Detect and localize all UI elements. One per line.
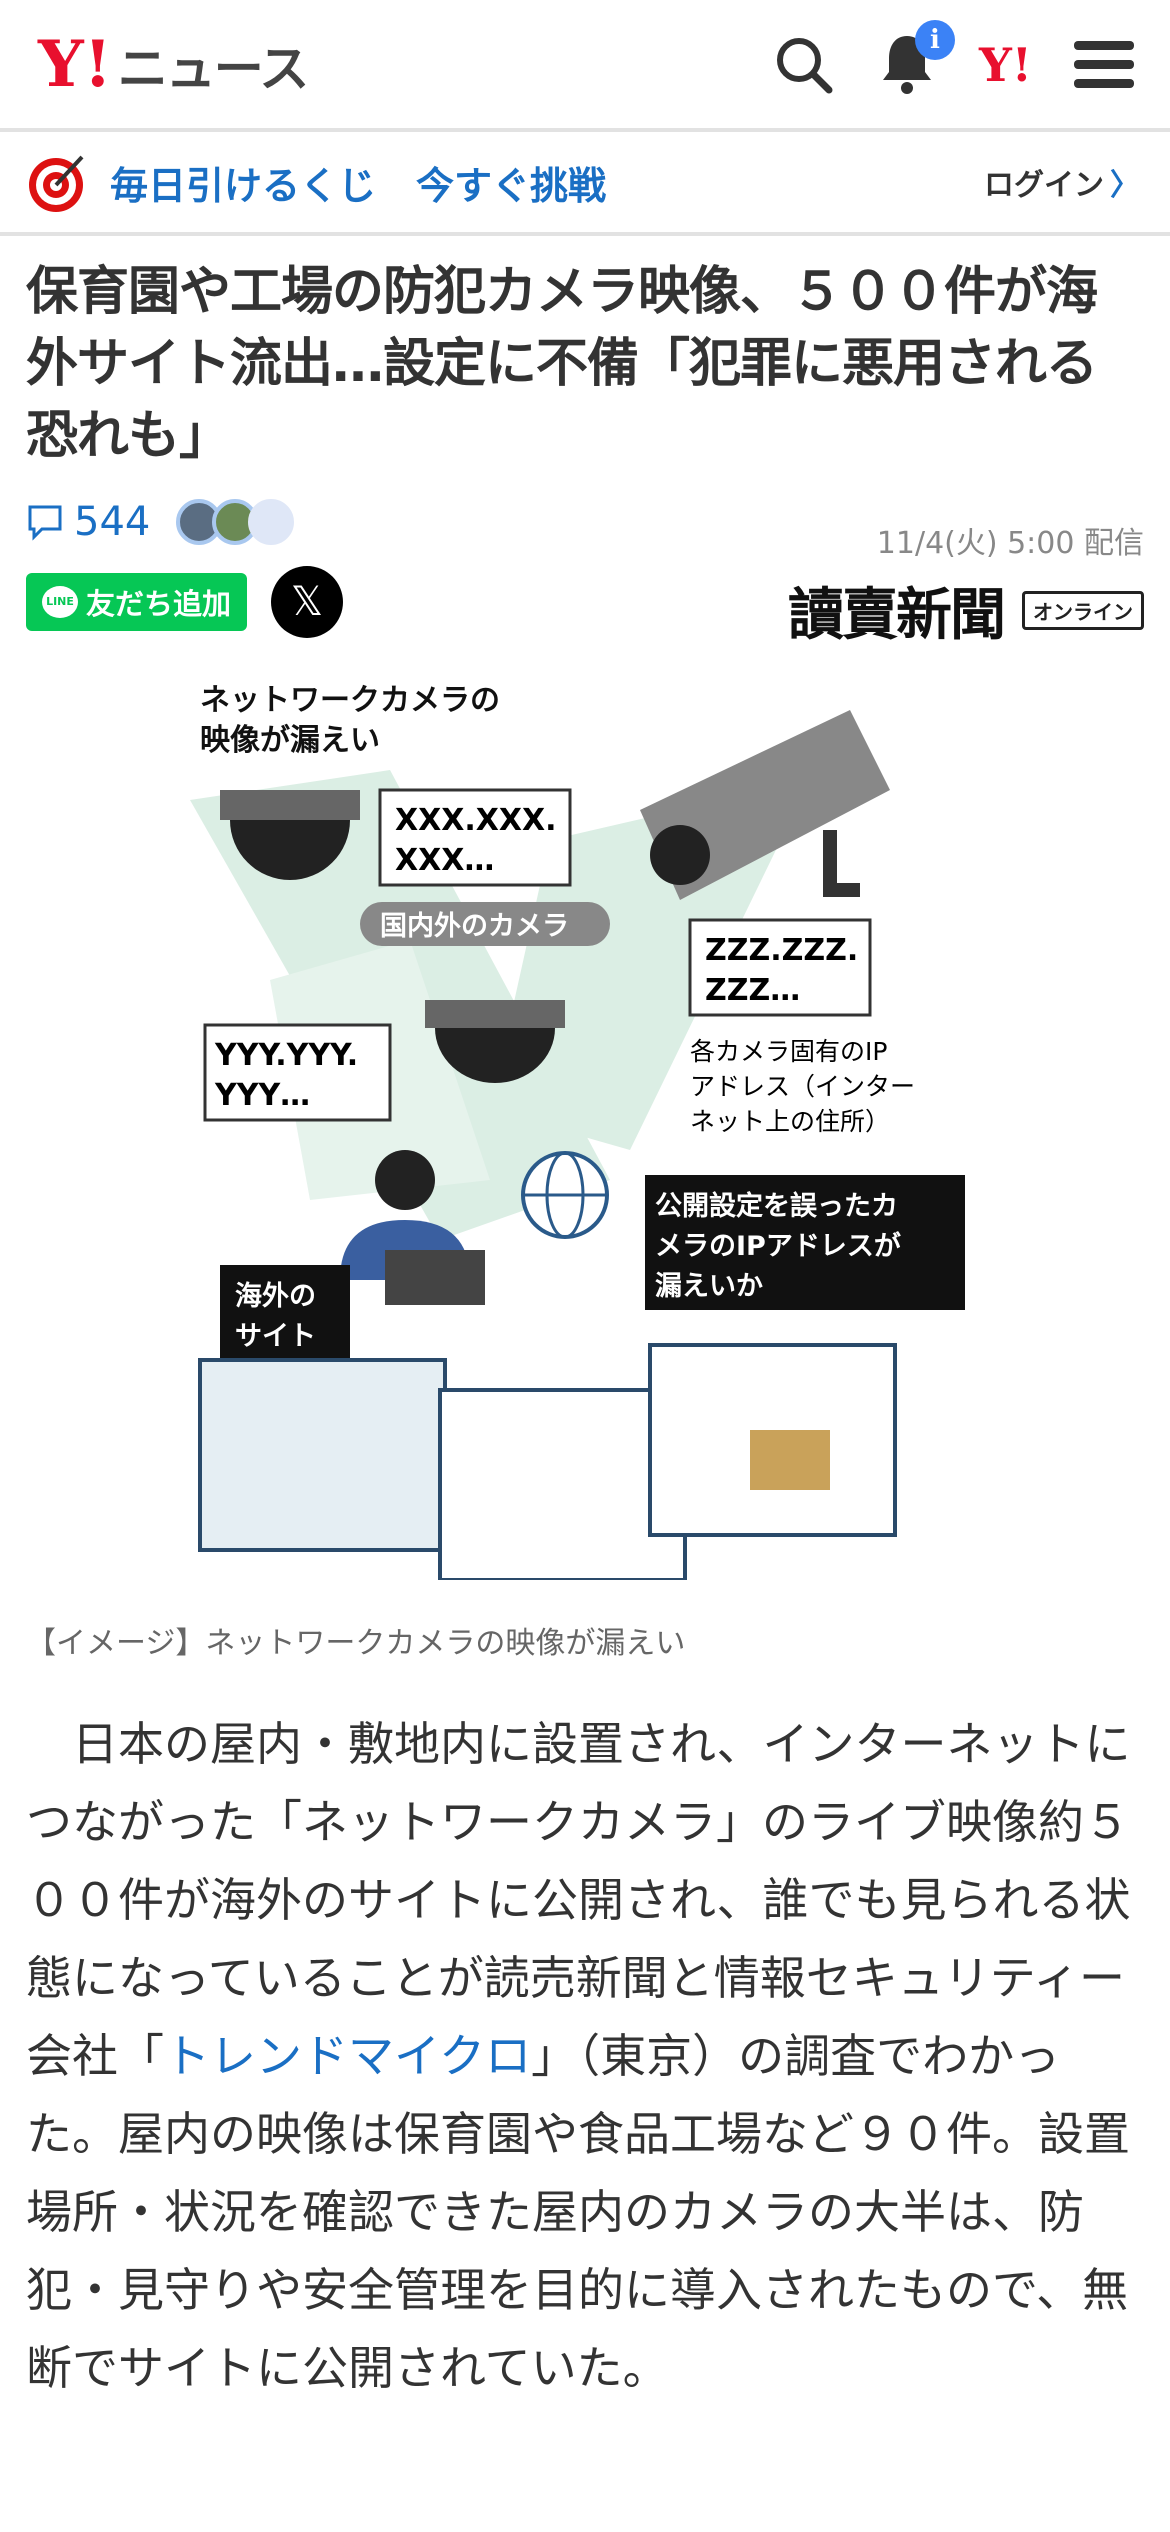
- login-label: ログイン: [984, 168, 1104, 203]
- figure-caption: 【イメージ】ネットワークカメラの映像が漏えい: [26, 1626, 686, 1661]
- search-icon[interactable]: [773, 34, 835, 96]
- try-now-link[interactable]: 今すぐ挑戦: [416, 163, 607, 208]
- dome-camera-icon: [425, 1000, 565, 1083]
- login-link[interactable]: ログイン〉: [984, 160, 1140, 204]
- dome-camera-icon: [220, 790, 360, 880]
- yahoo-top-link[interactable]: Y!: [978, 38, 1032, 92]
- chevron-right-icon: 〉: [1110, 168, 1140, 203]
- box-icon: [750, 1430, 830, 1490]
- body-text: 」（東京）の調査でわかった。屋内の映像は保育園や食品工場など９０件。設置場所・状…: [26, 2029, 1130, 2395]
- ip-text: YYY…: [214, 1078, 310, 1113]
- publisher-tag: オンライン: [1022, 591, 1144, 630]
- yahoo-news-logo[interactable]: Y! ニュース: [38, 26, 309, 102]
- x-share-button[interactable]: 𝕏: [271, 566, 344, 638]
- hacker-icon: [340, 1150, 485, 1305]
- ip-note: アドレス（インター: [690, 1072, 915, 1101]
- bullet-camera-icon: [640, 710, 890, 900]
- notification-button[interactable]: i: [877, 20, 955, 100]
- avatar: [248, 499, 295, 545]
- leak-text: 公開設定を誤ったカ: [655, 1190, 898, 1222]
- body-text: 日本の屋内・敷地内に設置され、インターネットにつながった「ネットワークカメラ」の…: [26, 1717, 1131, 2083]
- ip-text: YYY.YYY.: [214, 1038, 358, 1073]
- logo-text: ニュース: [117, 39, 309, 98]
- site-text: 海外の: [235, 1281, 316, 1312]
- target-icon: [29, 155, 84, 212]
- article-figure[interactable]: ネットワークカメラの 映像が漏えい XXX.XXX. XXX… 国内外のカメラ …: [190, 680, 990, 1580]
- ip-text: ZZZ…: [705, 973, 800, 1008]
- cameras-label: [360, 902, 610, 946]
- line-icon: LINE: [42, 586, 78, 618]
- ip-text: ZZZ.ZZZ.: [705, 933, 858, 968]
- top-header: Y! ニュース i Y!: [0, 0, 1170, 132]
- ip-bubble: [688, 918, 872, 1017]
- comment-count[interactable]: 544: [74, 499, 151, 545]
- publisher-name: 讀賣新聞: [788, 582, 1006, 648]
- figure-heading: 映像が漏えい: [200, 723, 380, 758]
- leak-text: 漏えいか: [655, 1271, 763, 1302]
- overseas-site-label: [220, 1265, 350, 1360]
- logo-mark: Y!: [38, 26, 112, 102]
- menu-icon[interactable]: [1074, 39, 1134, 91]
- ip-text: XXX.XXX.: [395, 803, 557, 838]
- notification-badge: i: [914, 20, 955, 60]
- expert-avatars[interactable]: [176, 499, 295, 545]
- nursery-scene: [438, 1388, 687, 1580]
- line-button-label: 友だち追加: [86, 587, 232, 621]
- figure-heading: ネットワークカメラの: [200, 683, 500, 718]
- ip-text: XXX…: [395, 843, 494, 878]
- lottery-text: 毎日引けるくじ: [110, 163, 377, 208]
- site-text: サイト: [235, 1321, 316, 1352]
- trend-micro-link[interactable]: トレンドマイクロ: [164, 2029, 532, 2083]
- publish-date: 11/4(火) 5:00 配信: [876, 526, 1144, 561]
- office-scene: [198, 1358, 447, 1552]
- leak-label: [645, 1175, 965, 1310]
- ip-bubble: [378, 788, 572, 887]
- article-body: 日本の屋内・敷地内に設置され、インターネットにつながった「ネットワークカメラ」の…: [26, 1705, 1146, 2407]
- globe-icon: [521, 1151, 609, 1239]
- leak-text: メラのIPアドレスが: [655, 1230, 901, 1262]
- ip-note: 各カメラ固有のIP: [690, 1037, 887, 1066]
- ip-note: ネット上の住所）: [690, 1107, 890, 1136]
- lottery-banner[interactable]: 毎日引けるくじ 今すぐ挑戦 ログイン〉: [0, 132, 1170, 236]
- cameras-label-text: 国内外のカメラ: [380, 911, 569, 942]
- ip-bubble: [203, 1023, 392, 1122]
- comment-icon[interactable]: [26, 503, 64, 541]
- article-title: 保育園や工場の防犯カメラ映像、５００件が海外サイト流出…設定に不備「犯罪に悪用さ…: [26, 262, 1098, 466]
- publisher-logo[interactable]: 讀賣新聞 オンライン: [788, 570, 1144, 651]
